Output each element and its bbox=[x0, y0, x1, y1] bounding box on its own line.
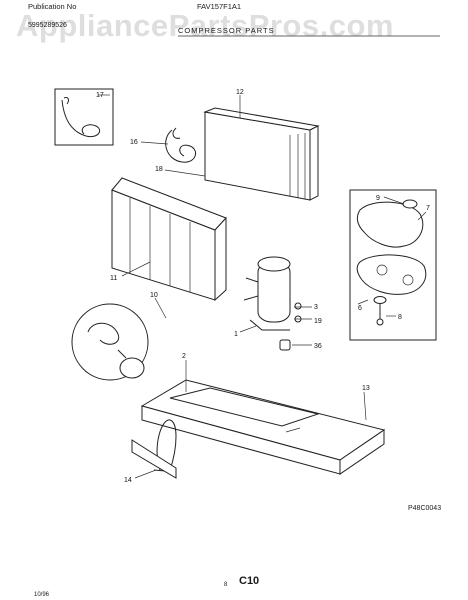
callout-11: 11 bbox=[110, 275, 117, 282]
part-2-grommet bbox=[279, 339, 291, 351]
callout-19: 19 bbox=[314, 318, 322, 325]
publication-label: Publication No bbox=[28, 2, 77, 11]
page-number: 8 bbox=[224, 582, 228, 588]
page-code: C10 bbox=[239, 575, 260, 587]
part-16-coil-tube bbox=[165, 127, 197, 163]
callout-2: 36 bbox=[314, 343, 322, 350]
callout-36: 14 bbox=[124, 477, 132, 484]
callout-8: 8 bbox=[398, 314, 402, 321]
callout-10: 10 bbox=[150, 292, 158, 299]
drawing-code: P48C0043 bbox=[408, 505, 442, 512]
publication-number: 5995289526 bbox=[28, 22, 67, 29]
section-title: COMPRESSOR PARTS bbox=[178, 26, 275, 35]
part-14-base-pan bbox=[140, 379, 386, 475]
part-1-compressor bbox=[243, 256, 302, 331]
part-10-detail bbox=[71, 303, 149, 381]
callout-7: 7 bbox=[426, 205, 430, 212]
callout-14: 13 bbox=[362, 385, 370, 392]
part-9-7-gasket-box bbox=[349, 189, 437, 341]
callout-13: 2 bbox=[182, 353, 186, 360]
part-36-strap bbox=[131, 419, 177, 479]
callouts: 17 12 16 18 9 7 11 10 5 3 19 6 8 1 2 13 … bbox=[96, 89, 430, 484]
part-11-evaporator bbox=[111, 177, 227, 302]
callout-16: 16 bbox=[130, 139, 138, 146]
model-number: FAV157F1A1 bbox=[197, 2, 242, 11]
part-12-condenser bbox=[203, 107, 320, 201]
callout-1: 1 bbox=[234, 331, 238, 338]
callout-3: 3 bbox=[314, 304, 318, 311]
watermark: AppliancePartsPros.com bbox=[16, 8, 394, 43]
callout-6: 6 bbox=[358, 305, 362, 312]
callout-9: 9 bbox=[376, 195, 380, 202]
callout-18: 18 bbox=[155, 166, 163, 173]
print-date: 10/96 bbox=[34, 592, 50, 598]
callout-12: 12 bbox=[236, 89, 244, 96]
part-17-tube-box bbox=[54, 88, 114, 146]
leader-lines bbox=[98, 94, 427, 479]
callout-17: 17 bbox=[96, 92, 104, 99]
